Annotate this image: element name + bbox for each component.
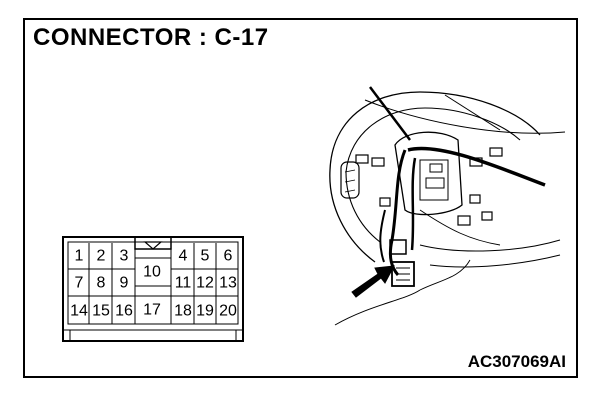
location-illustration	[329, 86, 566, 326]
pin-5: 5	[201, 248, 210, 265]
figure-code: AC307069AI	[467, 352, 566, 371]
pin-labels: 1 2 3 4 5 6 7 8 9 10 11 12 13 14 15 16 1…	[70, 248, 237, 320]
pin-20: 20	[219, 303, 237, 320]
pin-19: 19	[196, 303, 214, 320]
pin-8: 8	[97, 275, 106, 292]
pin-11: 11	[175, 275, 192, 292]
pin-12: 12	[196, 275, 214, 292]
pointer-arrow-icon	[351, 265, 395, 298]
pin-6: 6	[224, 248, 233, 265]
pin-18: 18	[174, 303, 192, 320]
pin-13: 13	[219, 275, 237, 292]
pin-3: 3	[120, 248, 129, 265]
pin-7: 7	[75, 275, 84, 292]
pin-14: 14	[70, 303, 88, 320]
pin-2: 2	[97, 248, 106, 265]
pin-4: 4	[179, 248, 188, 265]
pin-15: 15	[92, 303, 110, 320]
pin-1: 1	[75, 248, 84, 265]
pin-16: 16	[115, 303, 133, 320]
pin-9: 9	[120, 275, 129, 292]
diagram-frame	[23, 18, 578, 378]
pin-17: 17	[143, 302, 161, 319]
pin-10: 10	[143, 264, 161, 281]
connector-face	[62, 236, 244, 342]
connector-title: CONNECTOR : C-17	[33, 24, 269, 51]
